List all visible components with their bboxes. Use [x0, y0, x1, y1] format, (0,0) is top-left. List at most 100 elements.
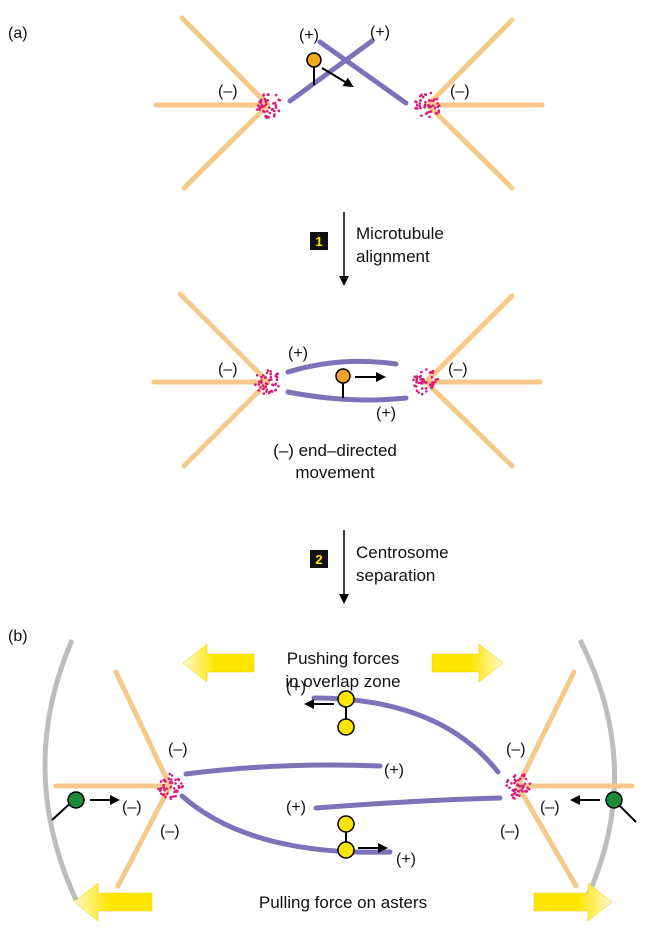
- centrosome-dot: [170, 778, 173, 781]
- overlap-microtubule: [183, 762, 383, 777]
- centrosome-dot: [269, 370, 272, 373]
- centrosome-dot: [423, 105, 426, 108]
- centrosome-dot: [415, 103, 419, 107]
- centrosome-dot: [512, 789, 516, 793]
- centrosome-dot: [521, 786, 524, 790]
- centrosome-dot: [268, 378, 271, 382]
- overlap-microtubule: [317, 39, 409, 106]
- centrosome-dot: [264, 103, 268, 106]
- centrosome-dot: [277, 384, 280, 388]
- centrosome-dot: [428, 115, 431, 119]
- centrosome-dot: [265, 116, 268, 119]
- minus-end-label: (–): [500, 823, 520, 840]
- centrosome: [505, 773, 532, 800]
- plus-end-label: (+): [286, 679, 306, 696]
- aster-microtubule: [425, 17, 515, 108]
- centrosome-dot: [510, 782, 513, 785]
- minus-end-label: (–): [540, 799, 560, 816]
- step-number: 1: [315, 234, 322, 249]
- centrosome-dot: [258, 106, 262, 109]
- plus-end-motor: [306, 52, 354, 88]
- centrosome-dot: [421, 95, 425, 99]
- plus-end-motor: [335, 368, 386, 398]
- centrosome-dot: [412, 378, 415, 382]
- cortical-dynein: [51, 791, 120, 821]
- step-label: Microtubule: [356, 224, 444, 243]
- centrosome-dot: [428, 371, 432, 374]
- centrosome-dot: [269, 375, 272, 379]
- plus-end-label: (+): [299, 27, 319, 44]
- plus-end-label: (+): [286, 799, 306, 816]
- centrosome-dot: [177, 778, 181, 782]
- aster-microtubule: [515, 783, 579, 889]
- step-label: alignment: [356, 247, 430, 266]
- centrosome-dot: [173, 787, 176, 790]
- aster-microtubule: [423, 293, 515, 385]
- centrosome-dot: [521, 784, 524, 788]
- panel-b: (b): [8, 628, 637, 922]
- minus-end-label: (–): [448, 361, 468, 378]
- minus-end-label: (–): [450, 83, 470, 100]
- left-aster: [153, 15, 271, 191]
- centrosome-dot: [425, 381, 428, 384]
- centrosome-dot: [437, 109, 441, 112]
- centrosome-dot: [424, 93, 428, 97]
- centrosome-dot: [414, 107, 417, 110]
- centrosome-dot: [527, 787, 531, 791]
- step-2: 2 Centrosome separation: [310, 530, 449, 604]
- pulling-force-arrow-left: [73, 882, 153, 922]
- centrosome-dot: [169, 795, 172, 799]
- aster-microtubule: [115, 783, 173, 889]
- centrosome-dot: [162, 793, 166, 796]
- centrosome-dot: [259, 386, 262, 389]
- centrosome-dot: [268, 111, 272, 115]
- centrosome-dot: [513, 781, 516, 785]
- centrosome-dot: [425, 111, 429, 114]
- centrosome-dot: [419, 99, 422, 102]
- centrosome-dot: [262, 93, 265, 96]
- centrosome-dot: [512, 775, 516, 779]
- minus-end-label: (–): [122, 799, 142, 816]
- centrosome-dot: [277, 109, 281, 113]
- centrosome-dot: [419, 106, 422, 110]
- centrosome-dot: [436, 377, 440, 381]
- aster-microtubule: [177, 291, 271, 385]
- centrosome-dot: [519, 789, 523, 792]
- centrosome-dot: [515, 793, 518, 797]
- centrosome-dot: [262, 392, 266, 395]
- centrosome-dot: [261, 384, 265, 387]
- centrosome-dot: [166, 792, 169, 795]
- minus-end-label: (–): [218, 83, 238, 100]
- centrosome-dot: [265, 371, 269, 375]
- centrosome-dot: [270, 108, 274, 111]
- centrosome-dot: [275, 375, 279, 379]
- step-label: separation: [356, 566, 435, 585]
- centrosome-dot: [268, 106, 271, 109]
- centrosome-dot: [522, 775, 525, 778]
- step-number: 2: [315, 552, 322, 567]
- centrosome-dot: [181, 785, 185, 788]
- centrosome-dot: [169, 785, 173, 789]
- aster-microtubule: [113, 669, 173, 789]
- centrosome-dot: [425, 390, 428, 393]
- centrosome-dot: [270, 378, 273, 381]
- centrosome-dot: [517, 784, 520, 788]
- centrosome-dot: [274, 104, 278, 107]
- centrosome-dot: [262, 374, 265, 377]
- centrosome-dot: [521, 790, 525, 793]
- centrosome-dot: [419, 374, 422, 378]
- aster-microtubule: [515, 669, 577, 789]
- centrosome-dot: [435, 112, 439, 115]
- centrosome-dot: [269, 372, 272, 376]
- centrosome-dot: [164, 795, 167, 799]
- centrosome: [414, 91, 441, 119]
- centrosome-dot: [514, 779, 518, 783]
- movement-caption: movement: [295, 463, 375, 482]
- centrosome-dot: [157, 787, 160, 791]
- centrosome-dot: [274, 382, 278, 386]
- centrosome-dot: [427, 99, 431, 102]
- centrosome-dot: [429, 91, 433, 95]
- centrosome-dot: [417, 391, 420, 394]
- aster-microtubule: [181, 379, 271, 469]
